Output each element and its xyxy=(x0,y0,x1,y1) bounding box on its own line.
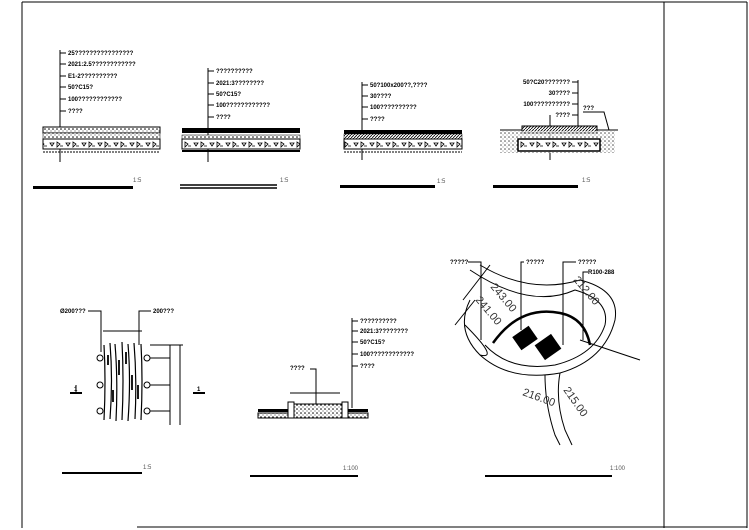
layer-label: 50?100x200??,???? xyxy=(370,83,428,89)
scale-bar xyxy=(33,186,133,189)
pavement-section-4: 50?C20??????? 30???? 100?????????? ???? … xyxy=(493,80,618,188)
site-label: ????? xyxy=(450,260,469,266)
elevation-left-label: ???? xyxy=(290,366,305,372)
layer-label: ???? xyxy=(360,364,375,370)
layer-label: 2021:2.5???????????? xyxy=(68,62,136,68)
layer-label: ???? xyxy=(370,117,385,123)
layer-label: ?????????? xyxy=(360,319,397,325)
scale-label: 1:5 xyxy=(143,465,152,471)
layer-label: 100?????????? xyxy=(523,102,570,108)
layer-label: 2021:3???????? xyxy=(216,81,264,87)
plan-label-left: Ø200??? xyxy=(60,309,86,315)
elevation-label: 215.00 xyxy=(561,385,590,419)
pavement-section-2: ?????????? 2021:3???????? 50?C15? 100???… xyxy=(180,68,301,189)
layer-label: 100?????????? xyxy=(370,105,417,111)
layer-label: 100???????????? xyxy=(216,103,270,109)
scale-label: 1:100 xyxy=(343,466,359,472)
side-label: ??? xyxy=(583,106,594,112)
scale-label: 1:5 xyxy=(133,178,142,184)
layer-label: E1-2?????????? xyxy=(68,74,118,80)
layer-label: ???? xyxy=(216,115,231,121)
site-label: ????? xyxy=(578,260,597,266)
layer-label: 50?C20??????? xyxy=(523,80,570,86)
layer-label: 50?C15? xyxy=(216,92,241,98)
pavement-section-1: 25???????????????? 2021:2.5???????????? … xyxy=(33,50,161,189)
layer-label: 2021:3???????? xyxy=(360,329,408,335)
plan-label-right: 200??? xyxy=(153,309,174,315)
section-mark-left: 1 xyxy=(74,387,78,393)
pavement-section-3: 50?100x200??,???? 30???? 100?????????? ?… xyxy=(340,82,463,188)
scale-label: 1:100 xyxy=(610,466,626,472)
layer-label: 50?C15? xyxy=(360,340,385,346)
site-label: R100-288 xyxy=(588,270,615,276)
layer-label: 50?C15? xyxy=(68,85,93,91)
sheet-frame xyxy=(21,1,748,528)
layer-label: ???? xyxy=(555,113,570,119)
layer-label: 100???????????? xyxy=(68,97,122,103)
log-path-plan: Ø200??? 200??? 1 1 1:5 xyxy=(60,309,205,474)
section-mark-right: 1 xyxy=(197,387,201,393)
elevation-label: 212.00 xyxy=(571,274,602,307)
bench-elevation: ?????????? 2021:3???????? 50?C15? 100???… xyxy=(250,318,414,477)
layer-label: ???? xyxy=(68,109,83,115)
elevation-label: 216.00 xyxy=(521,387,557,410)
layer-label: 100???????????? xyxy=(360,352,414,358)
site-label: ????? xyxy=(526,260,545,266)
layer-label: ?????????? xyxy=(216,69,253,75)
layer-label: 30???? xyxy=(370,94,392,100)
scale-label: 1:5 xyxy=(280,178,289,184)
scale-label: 1:5 xyxy=(582,178,591,184)
site-plan: ????? ????? ????? R100-288 243.00 212.00… xyxy=(450,260,641,477)
layer-label: 25???????????????? xyxy=(68,51,134,57)
scale-label: 1:5 xyxy=(437,179,446,185)
layer-label: 30???? xyxy=(549,91,571,97)
